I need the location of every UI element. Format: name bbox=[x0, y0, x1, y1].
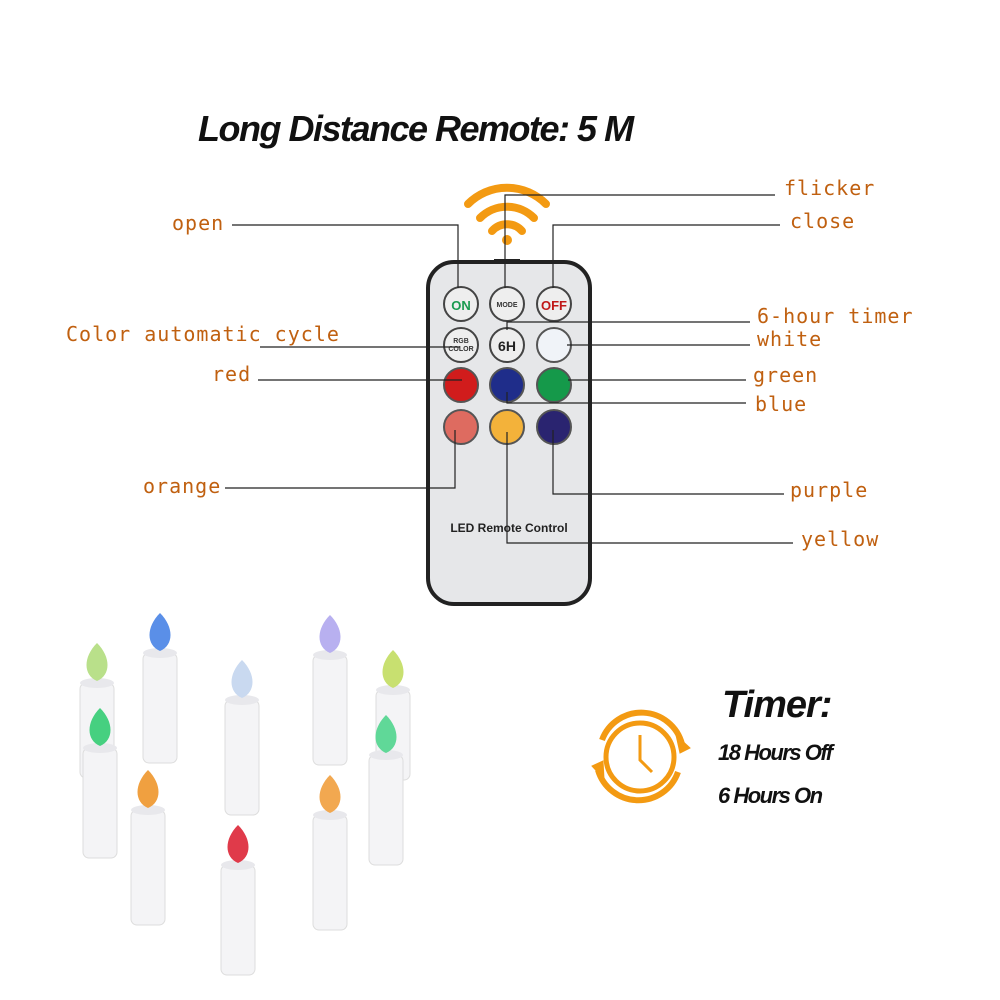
timer-off-hours: 18 Hours Off bbox=[718, 740, 833, 765]
red-button[interactable] bbox=[443, 367, 479, 403]
remote-label: LED Remote Control bbox=[450, 521, 567, 535]
candle-flame bbox=[375, 715, 397, 753]
label-yellow: yellow bbox=[801, 527, 880, 551]
headline: Long Distance Remote: 5 M bbox=[198, 108, 634, 149]
svg-text:6H: 6H bbox=[498, 338, 516, 354]
svg-text:COLOR: COLOR bbox=[448, 346, 473, 353]
green-button[interactable] bbox=[536, 367, 572, 403]
svg-text:RGB: RGB bbox=[453, 338, 469, 345]
candle-flame bbox=[319, 615, 341, 653]
candle-flame bbox=[231, 660, 253, 698]
mode-button[interactable]: MODE bbox=[489, 286, 525, 322]
candle bbox=[312, 615, 348, 766]
purple-button[interactable] bbox=[536, 409, 572, 445]
candle bbox=[130, 770, 166, 926]
candle-lights bbox=[79, 613, 411, 976]
candle bbox=[312, 775, 348, 931]
candle-flame bbox=[382, 650, 404, 688]
on-button[interactable]: ON bbox=[443, 286, 479, 322]
candle bbox=[224, 660, 260, 816]
label-flicker: flicker bbox=[784, 176, 876, 200]
candle-flame bbox=[149, 613, 171, 651]
off-button[interactable]: OFF bbox=[536, 286, 572, 322]
leader-lines bbox=[225, 194, 793, 544]
candle-flame bbox=[319, 775, 341, 813]
candle bbox=[142, 613, 178, 764]
label-close: close bbox=[790, 209, 856, 233]
candle bbox=[368, 715, 404, 866]
candle-flame bbox=[227, 825, 249, 863]
timer-title: Timer: bbox=[722, 684, 832, 726]
svg-text:OFF: OFF bbox=[541, 298, 567, 313]
label-red: red bbox=[212, 362, 252, 386]
label-color-cycle: Color automatic cycle bbox=[66, 322, 340, 346]
timer-clock-icon bbox=[591, 709, 691, 804]
wifi-icon bbox=[464, 183, 550, 245]
svg-text:MODE: MODE bbox=[497, 302, 518, 309]
label-open: open bbox=[172, 211, 225, 235]
candle-flame bbox=[137, 770, 159, 808]
label-orange: orange bbox=[143, 474, 222, 498]
candle bbox=[82, 708, 118, 859]
orange-button[interactable] bbox=[443, 409, 479, 445]
candle-flame bbox=[86, 643, 108, 681]
timer-on-hours: 6 Hours On bbox=[718, 783, 823, 808]
svg-text:ON: ON bbox=[451, 298, 471, 313]
candle bbox=[220, 825, 256, 976]
label-purple: purple bbox=[790, 478, 869, 502]
label-blue: blue bbox=[755, 392, 808, 416]
white-button[interactable] bbox=[536, 327, 572, 363]
candle-flame bbox=[89, 708, 111, 746]
label-white: white bbox=[757, 327, 823, 351]
label-green: green bbox=[753, 363, 819, 387]
6h-timer-button[interactable]: 6H bbox=[489, 327, 525, 363]
label-6-hour-timer: 6-hour timer bbox=[757, 304, 914, 328]
